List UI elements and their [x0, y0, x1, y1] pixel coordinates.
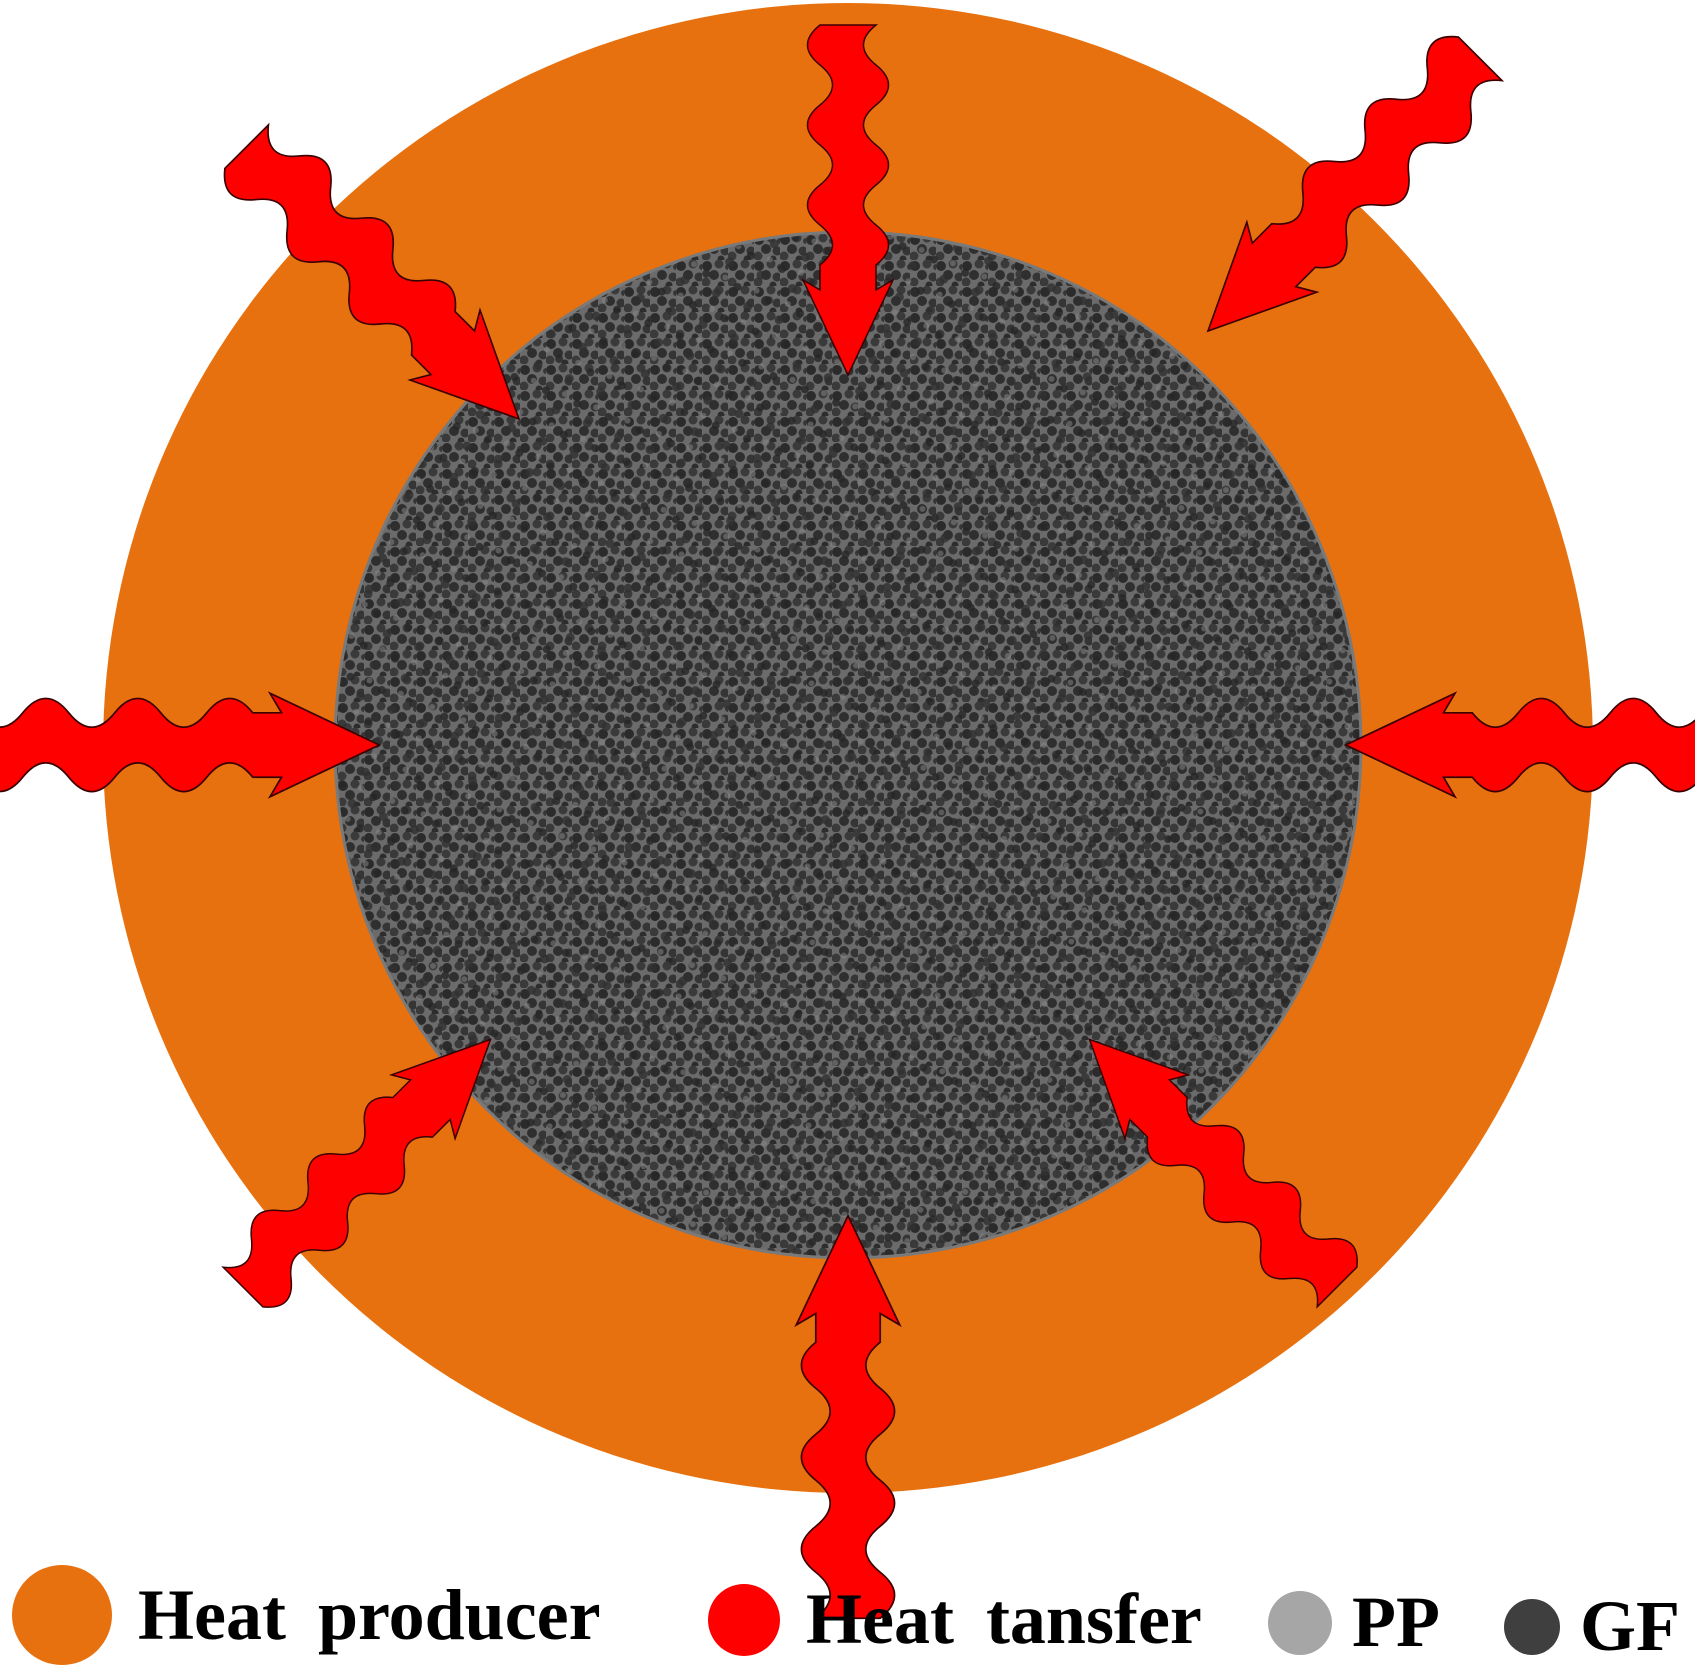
legend-item-gf: GF — [1504, 1585, 1680, 1668]
heat-transfer-swatch — [708, 1583, 780, 1656]
legend-label-gf: GF — [1580, 1586, 1680, 1666]
heat-producer-swatch — [12, 1565, 112, 1665]
legend-item-heat-transfer: Heat tansfer — [708, 1578, 1202, 1661]
legend-item-heat-producer: Heat producer — [12, 1565, 601, 1665]
legend-label-pp: PP — [1352, 1582, 1440, 1662]
legend-label-heat-transfer: Heat tansfer — [806, 1579, 1202, 1659]
legend-item-pp: PP — [1268, 1581, 1440, 1664]
composite-core-texture — [337, 234, 1359, 1256]
pp-swatch — [1268, 1590, 1332, 1655]
legend: Heat producer Heat tansfer PP GF — [0, 1540, 1695, 1678]
gf-swatch — [1504, 1598, 1560, 1655]
legend-label-heat-producer: Heat producer — [138, 1574, 601, 1655]
